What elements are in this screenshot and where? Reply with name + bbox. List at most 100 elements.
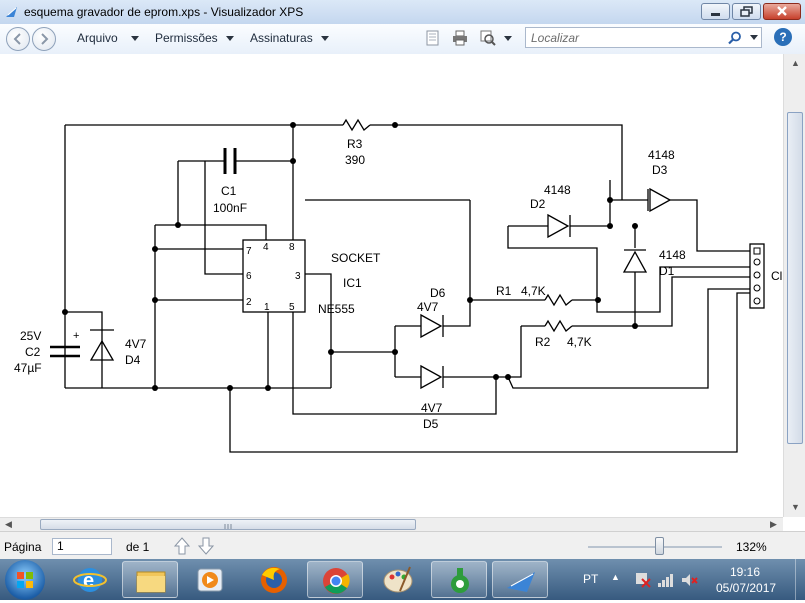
chevron-down-icon[interactable]: [131, 36, 139, 41]
back-button[interactable]: [6, 27, 30, 51]
restore-icon: [740, 6, 753, 17]
document-view[interactable]: R3 390 C1 100nF SOCKET IC1 NE555 4 8 7 6…: [0, 54, 783, 517]
c2-voltage: 25V: [20, 329, 41, 343]
taskbar-paint[interactable]: [370, 561, 426, 598]
pin-7-label: 7: [246, 246, 252, 257]
show-hidden-icons-icon[interactable]: ▲: [611, 572, 620, 582]
taskbar-internet-explorer[interactable]: e: [62, 561, 118, 598]
d5-value: 4V7: [421, 401, 443, 415]
d4-value: 4V7: [125, 337, 147, 351]
ne555-label: NE555: [318, 302, 355, 316]
chevron-down-icon[interactable]: [226, 36, 234, 41]
d1-value: 4148: [659, 248, 686, 262]
forward-button[interactable]: [32, 27, 56, 51]
r3-name: R3: [347, 137, 363, 151]
zoom-level: 132%: [736, 540, 767, 554]
taskbar-chrome[interactable]: [307, 561, 363, 598]
menu-arquivo[interactable]: Arquivo: [77, 31, 118, 45]
zoom-icon[interactable]: [480, 30, 496, 46]
pin-4-label: 4: [263, 242, 269, 253]
media-player-icon: [197, 568, 223, 592]
pin-5-label: 5: [289, 302, 295, 313]
back-arrow-icon: [13, 33, 21, 45]
d2-value: 4148: [544, 183, 571, 197]
r1-name: R1: [496, 284, 512, 298]
grip-icon: [224, 524, 232, 529]
language-indicator[interactable]: PT: [583, 572, 599, 586]
pin-1-label: 1: [264, 302, 270, 313]
scroll-up-icon[interactable]: ▲: [791, 58, 800, 68]
page-count: de 1: [126, 540, 150, 554]
taskbar-green-app[interactable]: [431, 561, 487, 598]
xps-app-icon: [6, 7, 17, 17]
document-outline-icon[interactable]: [425, 30, 441, 46]
pin-2-label: 2: [246, 297, 252, 308]
windows-logo-icon: [17, 572, 33, 588]
chrome-icon: [323, 568, 350, 594]
connector-label: Cl: [771, 269, 782, 283]
d1-name: D1: [659, 264, 675, 278]
c1-name: C1: [221, 184, 237, 198]
search-icon[interactable]: [728, 31, 742, 45]
clock-date[interactable]: 05/07/2017: [716, 581, 777, 595]
internet-explorer-icon: e: [73, 568, 107, 592]
d5-name: D5: [423, 417, 439, 431]
status-bar: Página 1 de 1 132%: [0, 531, 805, 560]
taskbar-firefox[interactable]: [246, 561, 302, 598]
d3-value: 4148: [648, 148, 675, 162]
restore-button[interactable]: [732, 3, 761, 20]
vertical-scrollbar[interactable]: ▲ ▼: [783, 54, 805, 517]
svg-text:e: e: [83, 570, 94, 592]
close-button[interactable]: [763, 3, 801, 20]
c2-plus: +: [73, 330, 79, 342]
help-button[interactable]: ?: [774, 28, 792, 46]
folder-icon: [136, 571, 166, 593]
d6-value: 4V7: [417, 300, 439, 314]
minimize-button[interactable]: [701, 3, 730, 20]
menu-permissoes[interactable]: Permissões: [155, 31, 218, 45]
xps-viewer-icon: [507, 572, 535, 592]
previous-page-icon[interactable]: [173, 536, 191, 556]
ic1-label: IC1: [343, 276, 362, 290]
horizontal-scrollbar[interactable]: ◀ ▶: [0, 517, 783, 532]
scroll-left-icon[interactable]: ◀: [5, 519, 12, 529]
chevron-down-icon[interactable]: [321, 36, 329, 41]
clock-time[interactable]: 19:16: [730, 565, 761, 579]
socket-label: SOCKET: [331, 251, 381, 265]
menu-assinaturas[interactable]: Assinaturas: [250, 31, 313, 45]
printer-icon[interactable]: [452, 30, 468, 46]
r2-name: R2: [535, 335, 551, 349]
green-app-icon: [451, 568, 469, 593]
network-icon[interactable]: [656, 571, 674, 589]
show-desktop-button[interactable]: [795, 559, 805, 600]
schematic-diagram: R3 390 C1 100nF SOCKET IC1 NE555 4 8 7 6…: [14, 118, 782, 453]
search-input[interactable]: Localizar: [525, 27, 762, 48]
taskbar-media-player[interactable]: [182, 561, 238, 598]
chevron-down-icon[interactable]: [750, 35, 758, 40]
r1-value: 4,7K: [521, 284, 546, 298]
zoom-slider-thumb[interactable]: [655, 537, 664, 555]
taskbar-xps-viewer[interactable]: [492, 561, 548, 598]
chevron-down-icon[interactable]: [504, 36, 512, 41]
window-title: esquema gravador de eprom.xps - Visualiz…: [24, 5, 304, 19]
horizontal-scroll-thumb[interactable]: [40, 519, 416, 530]
c2-name: C2: [25, 345, 41, 359]
r2-value: 4,7K: [567, 335, 592, 349]
page-number-input[interactable]: 1: [52, 538, 112, 555]
close-icon: [777, 6, 787, 16]
volume-muted-icon[interactable]: [680, 571, 698, 589]
title-bar: esquema gravador de eprom.xps - Visualiz…: [0, 0, 805, 25]
flag-alert-icon[interactable]: [633, 571, 651, 589]
taskbar: e PT ▲ 19:16 05/07/2017: [0, 559, 805, 600]
next-page-icon[interactable]: [197, 536, 215, 556]
taskbar-file-explorer[interactable]: [122, 561, 178, 598]
c1-value: 100nF: [213, 201, 247, 215]
c2-value: 47µF: [14, 361, 42, 375]
start-button[interactable]: [5, 560, 45, 600]
firefox-icon: [261, 567, 287, 593]
search-placeholder: Localizar: [531, 31, 580, 45]
scroll-right-icon[interactable]: ▶: [770, 519, 777, 529]
scroll-down-icon[interactable]: ▼: [791, 502, 800, 512]
vertical-scroll-thumb[interactable]: [787, 112, 803, 444]
forward-arrow-icon: [41, 33, 49, 45]
